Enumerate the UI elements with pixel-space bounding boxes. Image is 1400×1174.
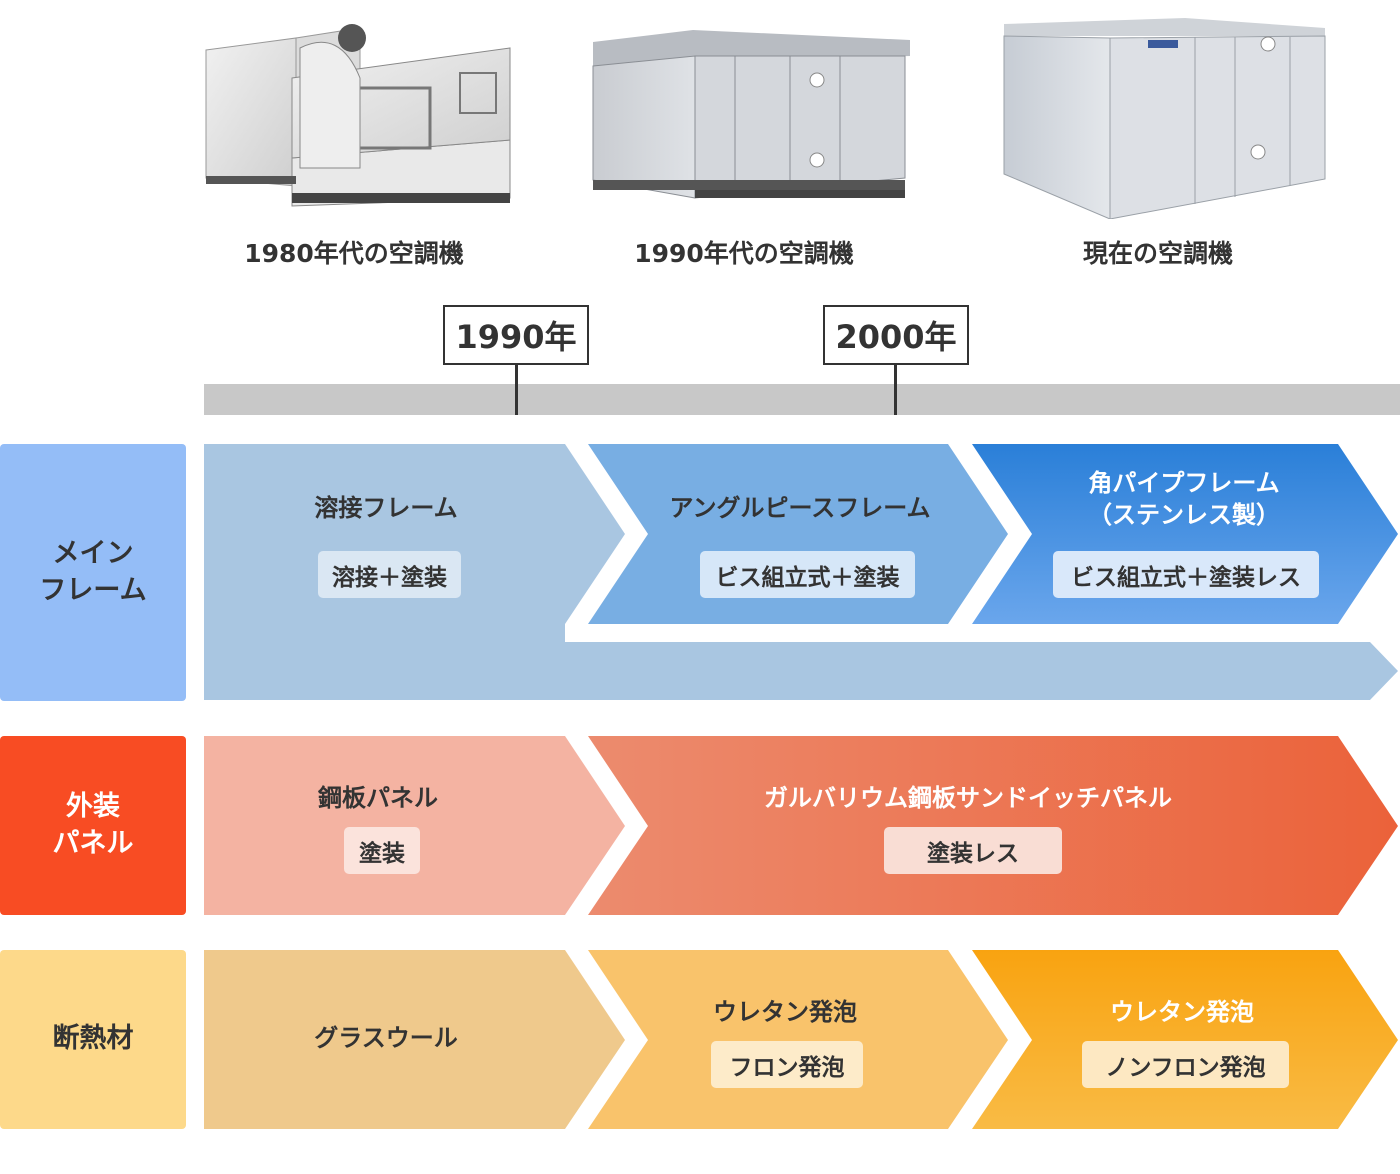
row-label-line: 断熱材 [52,1023,134,1055]
main-frame-stage-3-title-line: 角パイプフレーム [1088,469,1280,497]
row-label-insulation: 断熱材 [0,950,186,1129]
timeline-bar [204,384,1400,415]
row-label-line: メイン [52,538,134,570]
row-label-line: フレーム [39,574,147,606]
timeline-year-2000: 2000年 [823,305,969,365]
main-frame-stage-3-title-line: （ステンレス製） [1088,501,1280,530]
product-caption-1990s: 1990年代の空調機 [634,239,854,268]
main-frame-stage-1-title: 溶接フレーム [314,494,458,522]
timeline-tick-2000 [894,365,897,415]
main-frame-stage-3-method: ビス組立式＋塗装レス [1053,551,1319,598]
insulation-stage-3-shape [972,950,1398,1129]
exterior-panel-stage-2-method: 塗装レス [884,827,1062,874]
insulation-stage-3-method: ノンフロン発泡 [1082,1041,1289,1088]
insulation-stage-1-title: グラスウール [314,1024,458,1052]
main-frame-stage-2-method: ビス組立式＋塗装 [700,551,915,598]
insulation-stage-2-shape [588,950,1008,1129]
row-label-line: 外装 [66,791,120,823]
product-image-1980s [200,18,520,208]
insulation-stage-2-method: フロン発泡 [711,1041,863,1088]
exterior-panel-stage-1-shape [204,736,625,915]
product-image-current [1000,14,1330,220]
timeline-tick-1990 [515,365,518,415]
timeline-year-1990: 1990年 [443,305,589,365]
row-label-line: パネル [52,827,134,859]
exterior-panel-stage-1-method: 塗装 [344,827,420,874]
product-caption-1980s: 1980年代の空調機 [244,239,464,268]
row-label-exterior-panel: 外装 パネル [0,736,186,915]
insulation-stage-2-title: ウレタン発泡 [713,998,857,1026]
exterior-panel-stage-2-title: ガルバリウム鋼板サンドイッチパネル [764,784,1172,812]
exterior-panel-stage-2-shape [588,736,1398,915]
main-frame-stage-3-title: 角パイプフレーム （ステンレス製） [1034,467,1334,532]
product-caption-current: 現在の空調機 [1082,239,1233,268]
insulation-stage-1-shape [204,950,625,1129]
exterior-panel-stage-1-title: 鋼板パネル [318,784,438,812]
main-frame-stage-2-title: アングルピースフレーム [669,494,931,522]
main-frame-stage-1-method: 溶接＋塗装 [318,551,461,598]
insulation-stage-3-title: ウレタン発泡 [1110,998,1254,1026]
product-image-1990s [585,20,910,205]
main-frame-stage-1-shape [204,444,1398,700]
row-label-main-frame: メイン フレーム [0,444,186,701]
